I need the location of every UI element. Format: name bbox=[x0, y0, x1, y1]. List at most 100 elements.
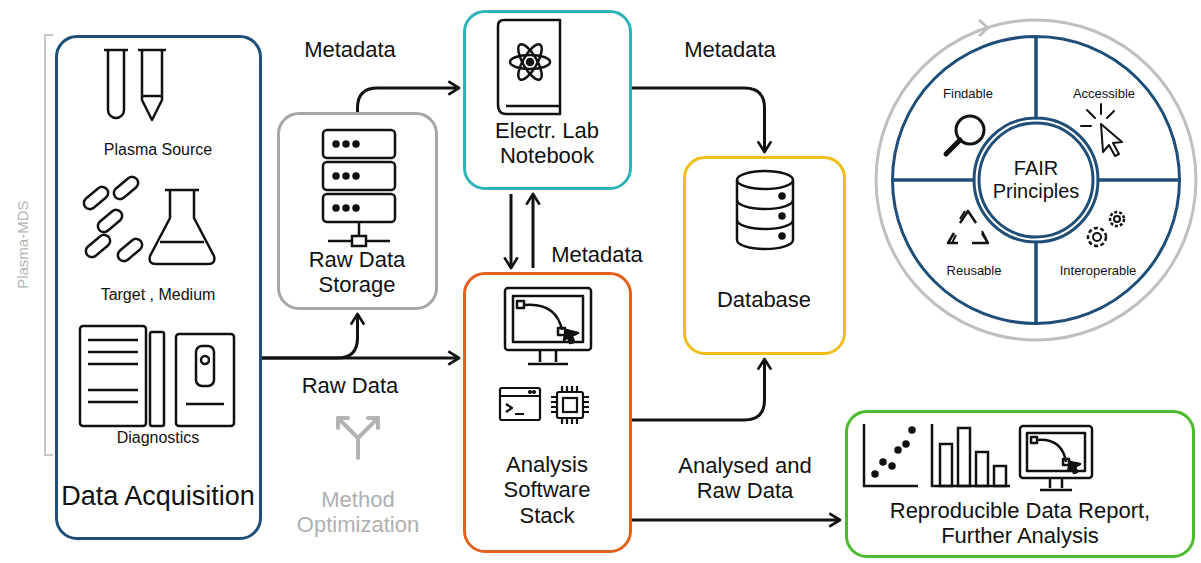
box-label: Reproducible Data Report, Further Analys… bbox=[855, 498, 1185, 549]
edge-label: Metadata bbox=[285, 37, 415, 62]
monitor-icon-part bbox=[505, 288, 591, 350]
bacteria-part bbox=[95, 207, 124, 234]
storage-box: Raw Data Storage bbox=[277, 112, 438, 310]
monitor-icon-part bbox=[528, 350, 568, 364]
connector-line bbox=[632, 88, 765, 152]
flask bbox=[150, 190, 215, 264]
quadrant-label: Reusable bbox=[914, 264, 1034, 279]
quadrant-outline bbox=[888, 183, 1033, 328]
connector-line bbox=[510, 194, 513, 268]
server-icon-part bbox=[334, 206, 339, 211]
server-icon-part bbox=[358, 222, 361, 236]
bar-chart-icon-part bbox=[940, 444, 952, 486]
book-icon-part bbox=[527, 59, 533, 65]
server-icon-part bbox=[354, 142, 359, 147]
edge-label: Raw Data bbox=[285, 373, 415, 398]
diagnostics-devices-part bbox=[201, 356, 209, 364]
server-icon-part bbox=[323, 130, 395, 158]
database-icon-part bbox=[780, 214, 785, 219]
test-tubes bbox=[104, 50, 166, 120]
connector bbox=[262, 358, 459, 359]
quadrant-label: Interoperable bbox=[1038, 264, 1158, 279]
terminal-icon-part bbox=[506, 404, 524, 414]
edge-label: Analysed and Raw Data bbox=[655, 453, 835, 504]
method-optimization-arrow-part bbox=[338, 418, 378, 458]
server-icon-part bbox=[354, 174, 359, 179]
bar-chart-icon-part bbox=[958, 428, 970, 486]
bacteria-part bbox=[115, 236, 144, 263]
terminal-icon bbox=[500, 388, 540, 420]
bracket bbox=[45, 35, 53, 455]
report-monitor-icon-part bbox=[1068, 462, 1080, 473]
scatter-plot-icon-part bbox=[881, 460, 886, 465]
method-optimization-arrow bbox=[338, 418, 378, 458]
flask-part bbox=[150, 190, 215, 264]
database-box: Database bbox=[683, 156, 846, 355]
diagnostics-devices-part bbox=[186, 403, 224, 406]
connector-line bbox=[262, 314, 358, 358]
bar-chart-icon-part bbox=[994, 466, 1006, 486]
book-icon-part bbox=[498, 104, 560, 114]
box-title: Data Acquisition bbox=[61, 481, 256, 512]
scatter-plot-icon-part bbox=[864, 424, 918, 486]
terminal-icon-part bbox=[500, 395, 540, 397]
diagnostics-devices-part bbox=[176, 334, 234, 426]
quadrant-label: Accessible bbox=[1044, 87, 1164, 102]
connector-line bbox=[532, 194, 535, 268]
diagnostics-devices-part bbox=[150, 332, 164, 426]
book-icon-part bbox=[510, 55, 550, 69]
test-tubes-part bbox=[138, 49, 166, 52]
quadrant-outline-part bbox=[1093, 233, 1101, 241]
quadrant-outline-part bbox=[1114, 216, 1120, 222]
database-icon-part bbox=[737, 200, 793, 229]
bacteria-part bbox=[83, 232, 112, 259]
bar-chart-icon bbox=[932, 424, 1010, 486]
report-monitor-icon-part bbox=[1031, 437, 1037, 443]
acquisition-box: Plasma SourceTarget , MediumDiagnosticsD… bbox=[55, 35, 262, 540]
chip-icon bbox=[551, 386, 589, 424]
diagnostics-devices-part bbox=[88, 340, 138, 402]
diagnostics-devices-part bbox=[80, 326, 146, 426]
server-icon-part bbox=[323, 194, 395, 222]
server-icon-part bbox=[344, 174, 349, 179]
software-box: Analysis Software Stack bbox=[463, 272, 632, 553]
scatter-plot-icon-part bbox=[896, 448, 901, 453]
server-icon-part bbox=[352, 236, 366, 246]
quadrant-outline-part bbox=[1036, 180, 1180, 324]
quadrant-outline-part bbox=[893, 180, 1037, 324]
quadrant-outline-part bbox=[948, 211, 988, 243]
box-label: Plasma Source bbox=[63, 141, 253, 159]
report-monitor-icon-part bbox=[1020, 426, 1092, 478]
server-icon-part bbox=[354, 206, 359, 211]
connector bbox=[632, 520, 840, 521]
chip-icon-part bbox=[551, 386, 589, 424]
box-label: Diagnostics bbox=[63, 429, 253, 447]
terminal-icon-part bbox=[533, 391, 535, 393]
method-optimization-arrow-part bbox=[338, 418, 378, 428]
bar-chart-icon-part bbox=[932, 424, 1010, 486]
side-note: Method Optimization bbox=[283, 487, 433, 538]
connector-line bbox=[358, 88, 460, 112]
monitor-icon bbox=[505, 288, 591, 364]
quadrant-outline-part bbox=[1110, 212, 1124, 226]
server-icon bbox=[323, 130, 395, 246]
test-tubes-part bbox=[142, 50, 162, 120]
fair-quadrant: Reusable bbox=[888, 183, 1033, 328]
book-icon-part bbox=[498, 20, 560, 106]
scatter-plot-icon bbox=[864, 424, 918, 486]
scatter-plot-icon-part bbox=[904, 442, 909, 447]
database-icon-part bbox=[780, 194, 785, 199]
edge-label: Metadata bbox=[545, 242, 649, 267]
box-label: FAIR Principles bbox=[986, 157, 1086, 203]
quadrant-outline bbox=[1039, 183, 1184, 328]
diagnostics-devices bbox=[80, 326, 234, 426]
group-label: Plasma-MDS bbox=[13, 201, 30, 289]
flask-part bbox=[165, 189, 199, 192]
quadrant-outline-part bbox=[946, 140, 960, 154]
quadrant-outline bbox=[1039, 32, 1184, 177]
fair-ring-part bbox=[979, 20, 988, 36]
server-icon-part bbox=[334, 174, 339, 179]
